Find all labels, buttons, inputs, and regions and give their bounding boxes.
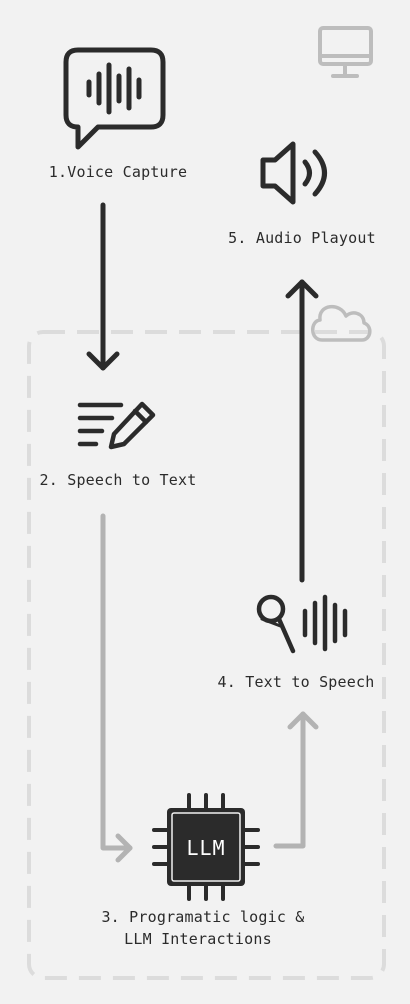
llm-chip-label: LLM (186, 836, 225, 860)
step-5-label: 5. Audio Playout (228, 229, 376, 247)
speaker-icon (260, 141, 327, 205)
arrow-tts-to-playout (285, 279, 319, 583)
text-lines-pencil-icon (77, 401, 156, 450)
arrow-capture-to-stt (86, 202, 120, 371)
speech-bubble-waveform-icon (63, 47, 166, 150)
cloud-icon (311, 305, 372, 342)
microphone-waveform-icon (256, 594, 348, 654)
step-3-label-line-1: 3. Programatic logic & (101, 908, 305, 926)
arrow-llm-to-tts (273, 711, 319, 849)
step-2-label: 2. Speech to Text (39, 471, 197, 489)
step-1-label: 1.Voice Capture (48, 163, 188, 181)
arrow-stt-to-llm (100, 513, 133, 863)
llm-chip-icon (152, 793, 260, 901)
step-3-label: 3. Programatic logic & LLM Interactions (40, 906, 370, 950)
cloud-region-border (27, 330, 386, 980)
step-3-label-line-2: LLM Interactions (124, 930, 272, 948)
monitor-icon (318, 26, 373, 78)
step-4-label: 4. Text to Speech (217, 673, 375, 691)
